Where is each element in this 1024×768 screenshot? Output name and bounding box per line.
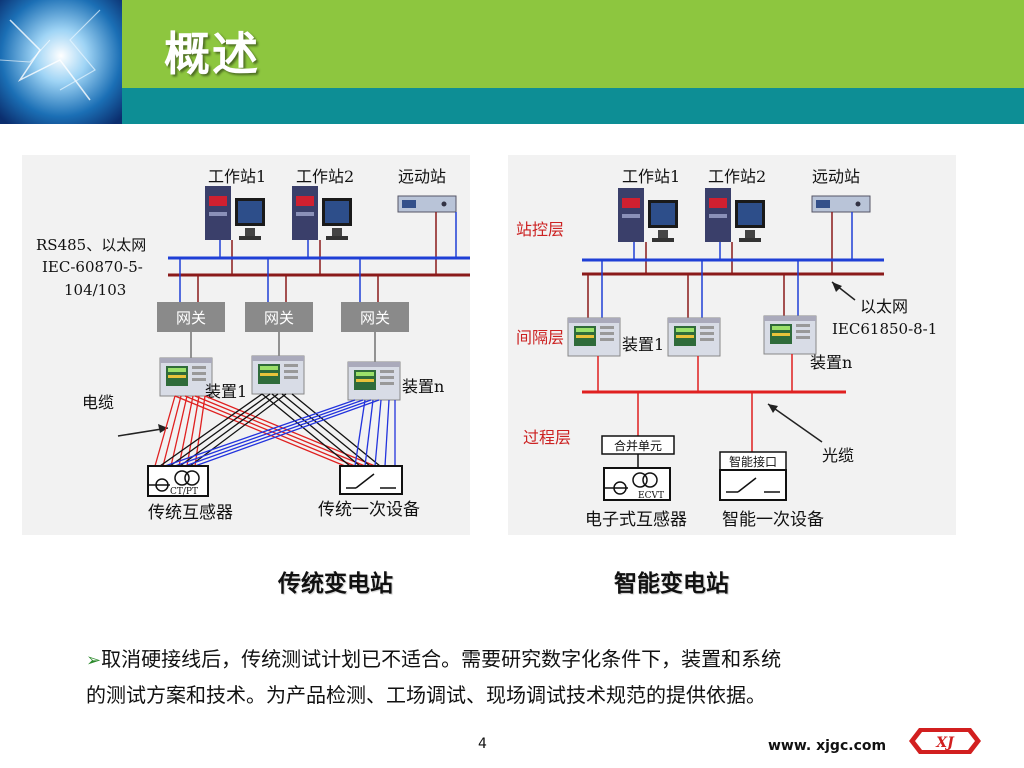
right-label-iec: IEC61850-8-1 [832, 320, 937, 338]
svg-text:网关: 网关 [264, 309, 294, 327]
right-label-fiber: 光缆 [822, 446, 854, 465]
right-merging-unit: 合并单元 [601, 435, 675, 455]
right-smart-primary [719, 469, 787, 501]
right-device-1 [567, 317, 621, 357]
substation-diagram: 工作站1 工作站2 远动站 RS485、以太网 IEC-60870-5- 104… [22, 155, 956, 535]
svg-text:XJ: XJ [935, 735, 955, 751]
left-device-2 [251, 355, 305, 395]
right-label-smart-primary: 智能一次设备 [722, 510, 824, 530]
left-bus-label-1: RS485、以太网 [36, 236, 146, 254]
left-remote-station [397, 195, 457, 213]
svg-text:CT/PT: CT/PT [170, 487, 198, 497]
right-label-process-layer: 过程层 [523, 428, 571, 447]
footer-url: www. xjgc.com [768, 738, 887, 754]
body-paragraph: ➢取消硬接线后，传统测试计划已不适合。需要研究数字化条件下，装置和系统 的测试方… [86, 642, 906, 712]
right-label-bay-layer: 间隔层 [516, 328, 564, 347]
right-device-2 [667, 317, 721, 357]
left-label-trad-transformer: 传统互感器 [148, 503, 233, 523]
right-label-devicen: 装置n [810, 353, 852, 372]
right-device-n [763, 315, 817, 355]
right-electronic-transformer: ECVT [603, 467, 671, 501]
page-number: 4 [478, 736, 487, 752]
left-label-cable: 电缆 [82, 393, 114, 412]
right-label-ethernet: 以太网 [860, 297, 908, 316]
bullet-arrow-icon: ➢ [86, 650, 102, 671]
right-label-workstation1: 工作站1 [622, 167, 680, 186]
svg-text:ECVT: ECVT [638, 491, 664, 501]
left-traditional-primary [339, 465, 403, 495]
left-gateway-2: 网关 [245, 302, 313, 332]
header-stripe [122, 88, 1024, 124]
svg-text:智能接口: 智能接口 [729, 454, 777, 469]
right-label-remote: 远动站 [812, 167, 860, 186]
body-line-2: 的测试方案和技术。为产品检测、工场调试、现场调试技术规范的提供依据。 [86, 683, 766, 707]
page-title: 概述 [164, 27, 260, 81]
left-traditional-transformer: CT/PT [147, 465, 209, 497]
right-label-device1: 装置1 [622, 335, 664, 354]
header-bar [122, 0, 1024, 88]
left-bus-label-2: IEC-60870-5- [42, 258, 143, 276]
right-label-electronic-transformer: 电子式互感器 [585, 510, 687, 530]
left-label-devicen: 装置n [402, 377, 444, 396]
caption-smart: 智能变电站 [614, 571, 729, 597]
left-hardwire-bundle [154, 393, 396, 467]
right-label-workstation2: 工作站2 [708, 167, 766, 186]
left-label-device1: 装置1 [205, 382, 247, 401]
left-label-workstation2: 工作站2 [296, 167, 354, 186]
body-line-1: 取消硬接线后，传统测试计划已不适合。需要研究数字化条件下，装置和系统 [101, 647, 782, 671]
svg-text:合并单元: 合并单元 [614, 438, 662, 453]
svg-text:网关: 网关 [176, 309, 206, 327]
left-gateway-1: 网关 [157, 302, 225, 332]
right-label-station-layer: 站控层 [516, 220, 564, 239]
right-smart-interface: 智能接口 [719, 451, 787, 471]
caption-traditional: 传统变电站 [278, 571, 393, 597]
right-remote-station [811, 195, 871, 213]
svg-text:网关: 网关 [360, 309, 390, 327]
left-device-n [347, 361, 401, 401]
xj-logo-icon: XJ [909, 728, 981, 754]
left-label-trad-primary: 传统一次设备 [318, 500, 420, 520]
header-decorative-image [0, 0, 122, 124]
left-bus-label-3: 104/103 [64, 281, 126, 299]
left-gateway-3: 网关 [341, 302, 409, 332]
left-label-remote: 远动站 [398, 167, 446, 186]
left-label-workstation1: 工作站1 [208, 167, 266, 186]
